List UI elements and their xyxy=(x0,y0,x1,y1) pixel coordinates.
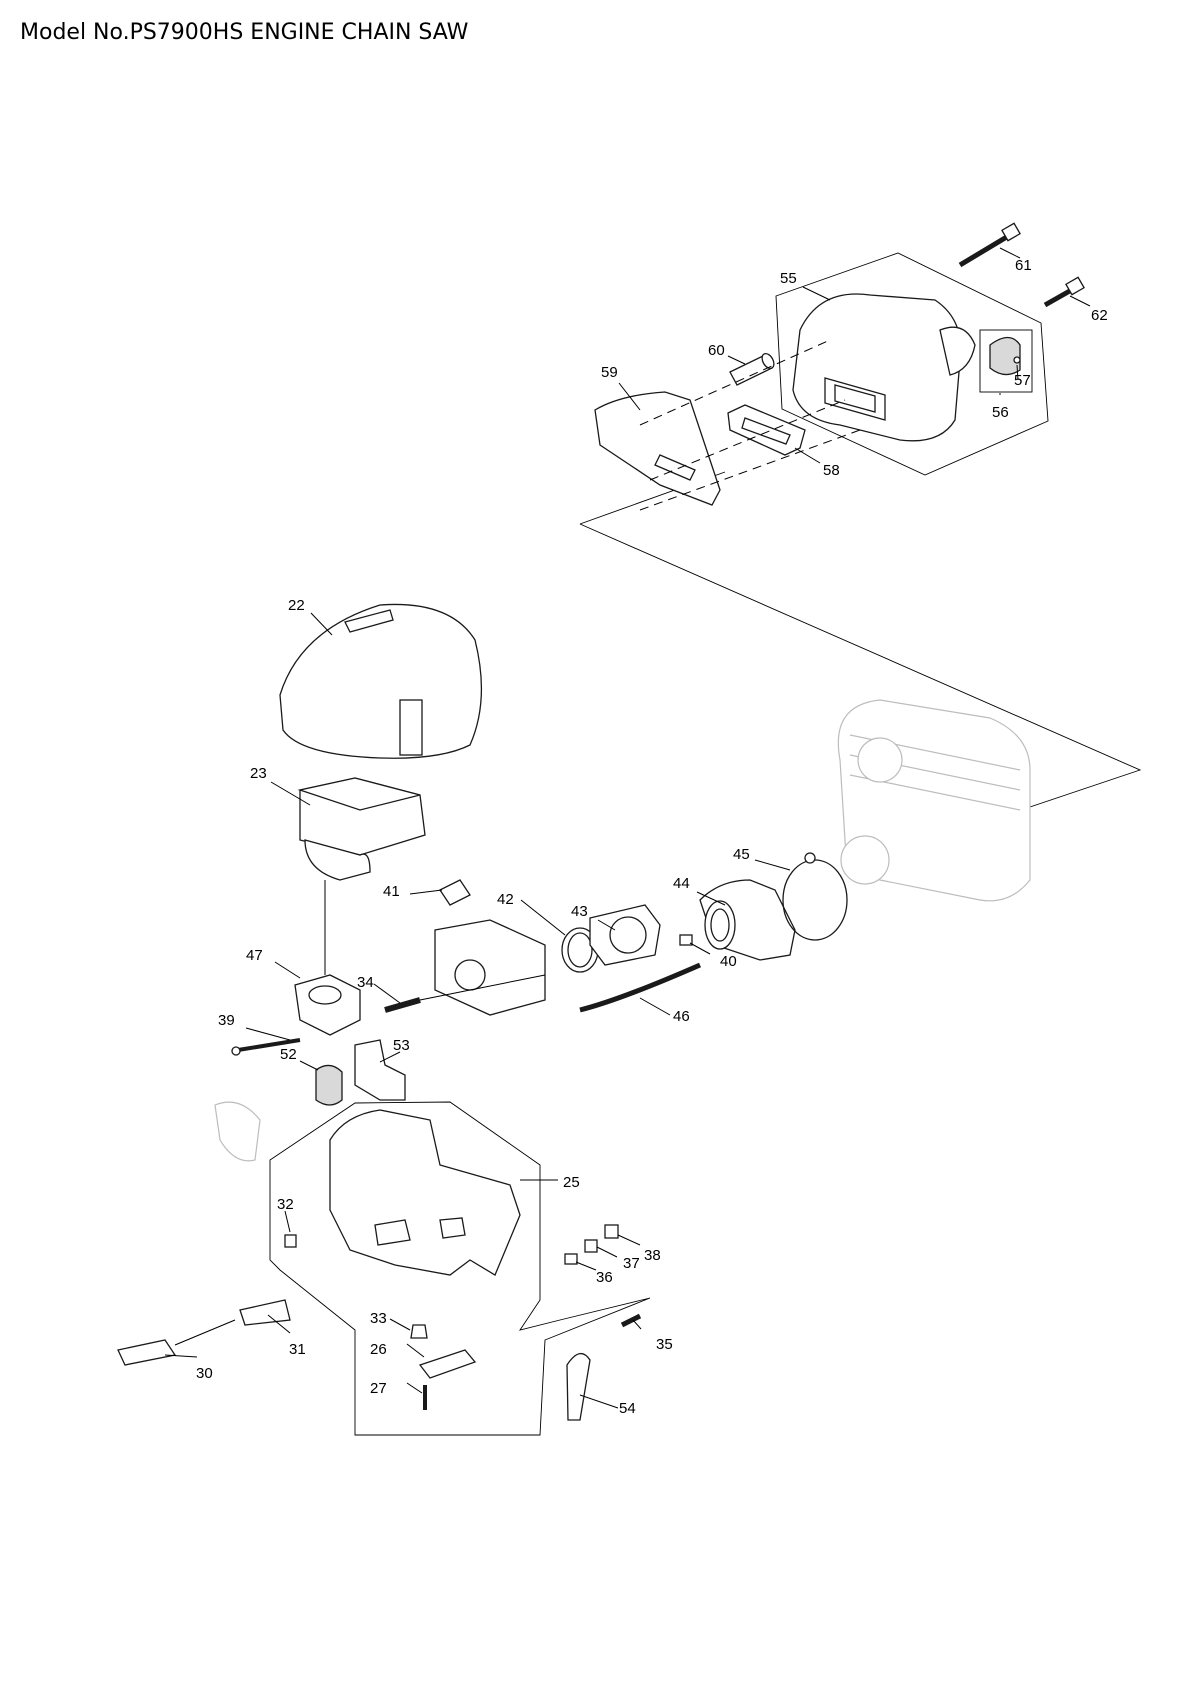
callout-57: 57 xyxy=(1014,372,1031,389)
nut-38 xyxy=(604,1224,619,1239)
callout-38: 38 xyxy=(644,1247,661,1264)
engine-connector-line xyxy=(579,523,1142,813)
callout-59: 59 xyxy=(601,364,618,381)
callout-40: 40 xyxy=(720,953,737,970)
callout-56: 56 xyxy=(992,404,1009,421)
callout-52: 52 xyxy=(280,1046,297,1063)
housing-group-box xyxy=(269,1101,651,1436)
muffler-group xyxy=(579,222,1142,813)
callout-42: 42 xyxy=(497,891,514,908)
callout-58: 58 xyxy=(823,462,840,479)
plate-26 xyxy=(418,1349,477,1379)
callout-62: 62 xyxy=(1091,307,1108,324)
impulse-hose-46 xyxy=(579,962,702,1013)
callout-45: 45 xyxy=(733,846,750,863)
heat-shield-plate-59 xyxy=(594,391,721,506)
callout-26: 26 xyxy=(370,1341,387,1358)
hand-guard-ghost xyxy=(214,1101,261,1162)
callout-60: 60 xyxy=(708,342,725,359)
alignment-line-2 xyxy=(649,399,846,481)
nut-40 xyxy=(679,934,693,946)
throttle-lever-30 xyxy=(117,1339,177,1366)
callout-30: 30 xyxy=(196,1365,213,1382)
callout-36: 36 xyxy=(596,1269,613,1286)
callout-53: 53 xyxy=(393,1037,410,1054)
callout-61: 61 xyxy=(1015,257,1032,274)
callout-34: 34 xyxy=(357,974,374,991)
bolt-36 xyxy=(564,1253,578,1265)
muffler-body xyxy=(792,293,976,442)
alignment-line-3 xyxy=(639,429,861,511)
callout-33: 33 xyxy=(370,1310,387,1327)
callout-54: 54 xyxy=(619,1400,636,1417)
screen-screw xyxy=(1013,356,1021,364)
housing-25 xyxy=(329,1109,521,1276)
callout-25: 25 xyxy=(563,1174,580,1191)
carburetor-base-47 xyxy=(294,974,361,1036)
callout-23: 23 xyxy=(250,765,267,782)
callout-37: 37 xyxy=(623,1255,640,1272)
callout-47: 47 xyxy=(246,947,263,964)
bracket-43 xyxy=(589,904,661,966)
intake-manifold-44 xyxy=(699,879,796,961)
bolt-62 xyxy=(1043,276,1085,308)
leader-lines xyxy=(164,247,1091,1409)
nut-32 xyxy=(284,1234,297,1248)
alignment-line-1 xyxy=(639,339,831,426)
callout-55: 55 xyxy=(780,270,797,287)
damper-52 xyxy=(315,1064,343,1106)
callout-35: 35 xyxy=(656,1336,673,1353)
gasket-58 xyxy=(727,404,806,456)
callout-39: 39 xyxy=(218,1012,235,1029)
air-filter-23 xyxy=(297,777,426,881)
throttle-link-31 xyxy=(239,1299,291,1326)
pin-34 xyxy=(384,997,421,1013)
nut-33 xyxy=(410,1324,428,1339)
pin-alignment-line xyxy=(419,974,546,1001)
choke-knob-41 xyxy=(439,879,471,906)
screen-box xyxy=(979,329,1033,393)
callout-27: 27 xyxy=(370,1380,387,1397)
engine-cylinder-ghost xyxy=(837,699,1031,902)
nut-37 xyxy=(584,1239,598,1253)
clip-ring-45 xyxy=(782,852,848,941)
sleeve-60 xyxy=(729,352,775,386)
bolt-61 xyxy=(958,222,1021,268)
callout-labels: 22 23 25 26 27 30 31 32 33 34 35 36 37 3… xyxy=(196,257,1108,1417)
callout-46: 46 xyxy=(673,1008,690,1025)
bracket-53 xyxy=(354,1039,406,1101)
spark-arrestor-screen xyxy=(989,336,1021,376)
callout-41: 41 xyxy=(383,883,400,900)
carburetor xyxy=(434,919,546,1016)
callout-32: 32 xyxy=(277,1196,294,1213)
muffler-group-box xyxy=(775,252,1049,476)
bolt-39 xyxy=(231,1038,301,1056)
throttle-rod xyxy=(174,1319,236,1346)
trigger-54 xyxy=(566,1353,591,1421)
screw-35 xyxy=(620,1313,642,1328)
page-title: Model No.PS7900HS ENGINE CHAIN SAW xyxy=(20,20,469,45)
callout-43: 43 xyxy=(571,903,588,920)
air-filter-cover-22 xyxy=(279,603,483,759)
callout-44: 44 xyxy=(673,875,690,892)
callout-22: 22 xyxy=(288,597,305,614)
callout-31: 31 xyxy=(289,1341,306,1358)
